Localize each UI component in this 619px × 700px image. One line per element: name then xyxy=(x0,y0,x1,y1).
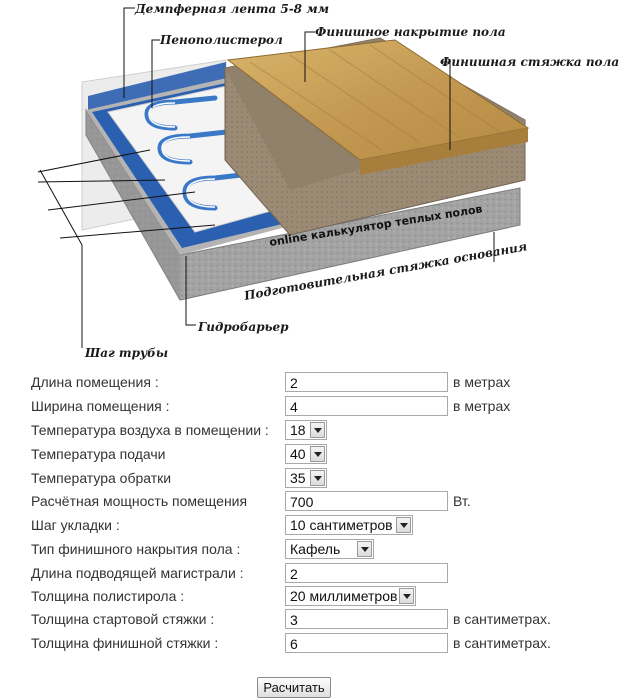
start-screed-thickness-label: Толщина стартовой стяжки : xyxy=(31,611,215,627)
return-temp-select[interactable]: 35 xyxy=(285,468,327,488)
laying-step-select[interactable]: 10 сантиметров xyxy=(285,515,413,535)
room-width-unit: в метрах xyxy=(453,398,511,414)
calculate-button[interactable]: Расчитать xyxy=(257,677,331,698)
label-damper-tape: Демпферная лента 5-8 мм xyxy=(134,2,329,16)
chevron-down-icon[interactable] xyxy=(310,446,325,462)
finish-screed-thickness-label: Толщина финишной стяжки : xyxy=(31,635,219,651)
room-length-label: Длина помещения : xyxy=(31,374,159,390)
polystyrene-thickness-label: Толщина полистирола : xyxy=(31,588,185,604)
room-length-unit: в метрах xyxy=(453,374,511,390)
row-laying-step: Шаг укладки : 10 сантиметров xyxy=(0,515,619,537)
row-return-temp: Температура обратки 35 xyxy=(0,468,619,490)
air-temp-select[interactable]: 18 xyxy=(285,420,327,440)
polystyrene-thickness-value: 20 миллиметров xyxy=(290,588,398,604)
warm-floor-diagram: Демпферная лента 5-8 мм Пенополистерол Ф… xyxy=(37,2,619,360)
label-pipe-step: Шаг трубы xyxy=(84,346,168,360)
row-room-power: Расчётная мощность помещения 700 Вт. xyxy=(0,491,619,513)
row-start-screed-thickness: Толщина стартовой стяжки : 3 в сантиметр… xyxy=(0,609,619,631)
air-temp-value: 18 xyxy=(290,422,306,438)
return-temp-label: Температура обратки xyxy=(31,470,172,486)
row-supply-temp: Температура подачи 40 xyxy=(0,444,619,466)
row-finish-screed-thickness: Толщина финишной стяжки : 6 в сантиметра… xyxy=(0,633,619,655)
laying-step-value: 10 сантиметров xyxy=(290,517,393,533)
start-screed-thickness-input[interactable]: 3 xyxy=(285,609,448,629)
polystyrene-thickness-select[interactable]: 20 миллиметров xyxy=(285,586,416,606)
chevron-down-icon[interactable] xyxy=(310,422,325,438)
label-finish-screed: Финишная стяжка пола xyxy=(440,55,619,69)
heating-pipes xyxy=(144,95,288,211)
supply-line-length-input[interactable]: 2 xyxy=(285,563,448,583)
room-power-input[interactable]: 700 xyxy=(285,491,448,511)
finish-type-value: Кафель xyxy=(290,541,341,557)
room-length-input[interactable]: 2 xyxy=(285,372,448,392)
finish-screed-thickness-input[interactable]: 6 xyxy=(285,633,448,653)
chevron-down-icon[interactable] xyxy=(399,588,414,604)
finish-type-select[interactable]: Кафель xyxy=(285,539,374,559)
row-air-temp: Температура воздуха в помещении : 18 xyxy=(0,420,619,442)
air-temp-label: Температура воздуха в помещении : xyxy=(31,422,269,438)
supply-temp-value: 40 xyxy=(290,446,306,462)
row-finish-type: Тип финишного накрытия пола : Кафель xyxy=(0,539,619,561)
row-supply-line-length: Длина подводящей магистрали : 2 xyxy=(0,563,619,585)
room-width-input[interactable]: 4 xyxy=(285,396,448,416)
room-power-label: Расчётная мощность помещения xyxy=(31,493,248,509)
row-room-width: Ширина помещения : 4 в метрах xyxy=(0,396,619,418)
laying-step-label: Шаг укладки : xyxy=(31,517,120,533)
chevron-down-icon[interactable] xyxy=(396,517,411,533)
chevron-down-icon[interactable] xyxy=(310,470,325,486)
return-temp-value: 35 xyxy=(290,470,306,486)
label-polystyrene: Пенополистерол xyxy=(159,33,283,47)
finish-type-label: Тип финишного накрытия пола : xyxy=(31,541,241,557)
room-power-unit: Вт. xyxy=(453,493,471,509)
supply-line-length-label: Длина подводящей магистрали : xyxy=(31,565,244,581)
start-screed-thickness-unit: в сантиметрах. xyxy=(453,611,551,627)
label-finish-cover: Финишное накрытие пола xyxy=(315,25,506,39)
row-polystyrene-thickness: Толщина полистирола : 20 миллиметров xyxy=(0,586,619,608)
chevron-down-icon[interactable] xyxy=(357,541,372,557)
supply-temp-select[interactable]: 40 xyxy=(285,444,327,464)
supply-temp-label: Температура подачи xyxy=(31,446,166,462)
finish-screed-thickness-unit: в сантиметрах. xyxy=(453,635,551,651)
row-room-length: Длина помещения : 2 в метрах xyxy=(0,372,619,394)
room-width-label: Ширина помещения : xyxy=(31,398,170,414)
label-hydro-barrier: Гидробарьер xyxy=(197,320,289,334)
